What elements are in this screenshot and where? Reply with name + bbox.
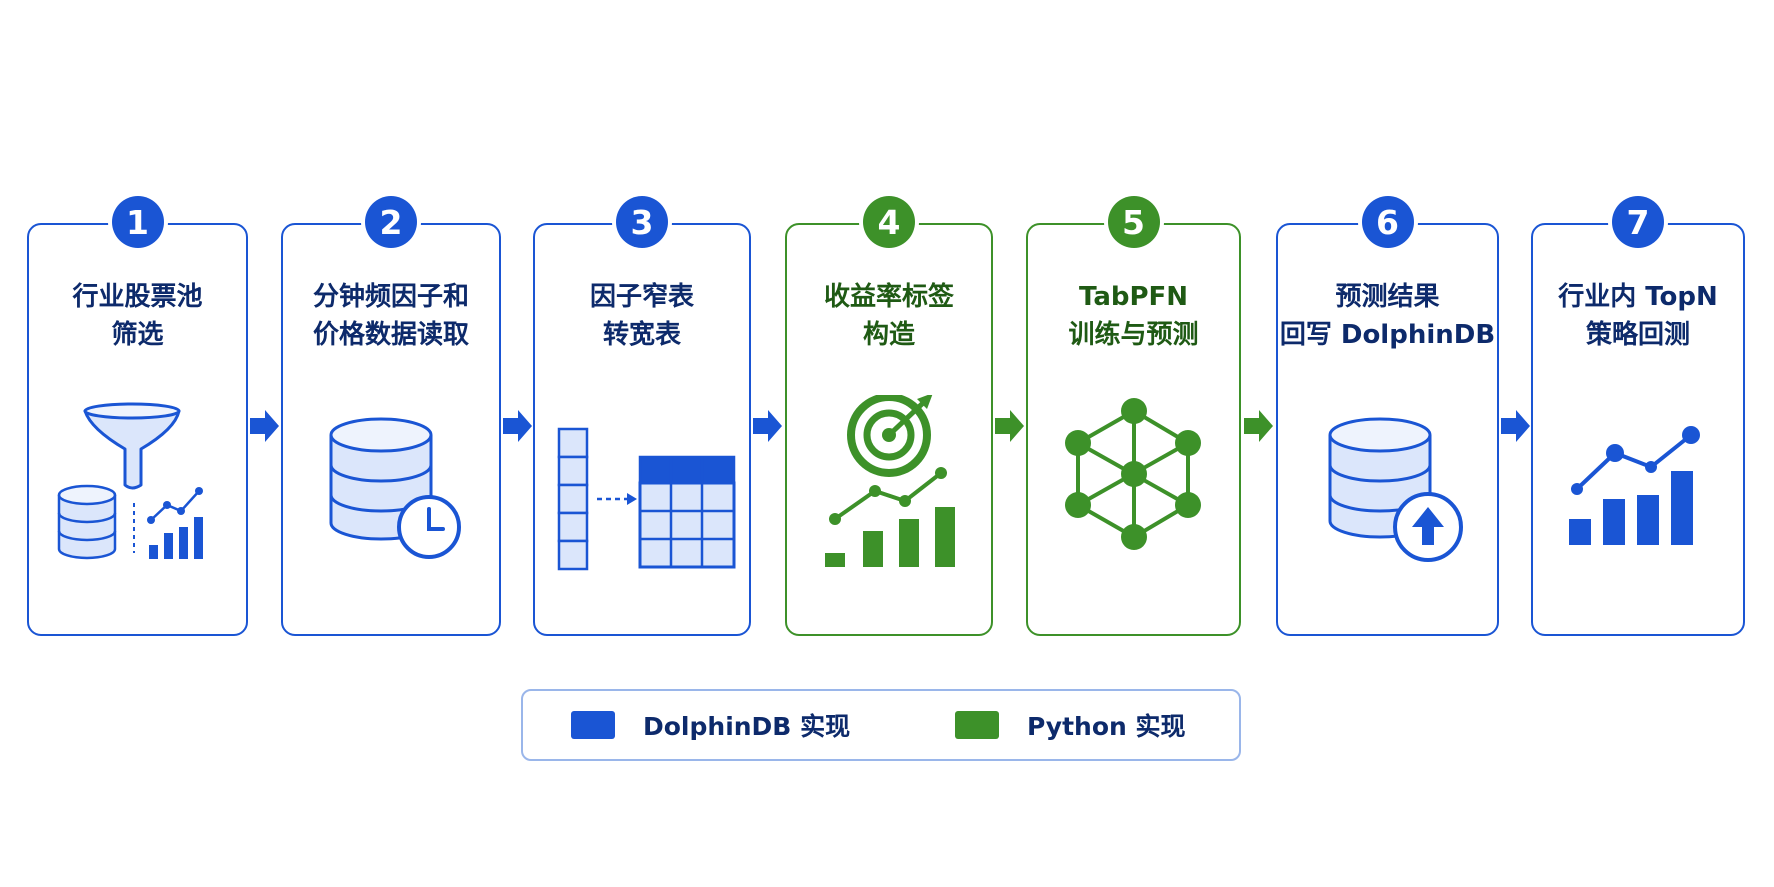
step-title: 预测结果 回写 DolphinDB xyxy=(1279,282,1496,350)
step-card-6: 6 预测结果 回写 DolphinDB xyxy=(1276,196,1499,636)
step-number-badge: 5 xyxy=(1107,196,1160,248)
step-title: 行业内 TopN 策略回测 xyxy=(1558,282,1718,350)
step-number-badge: 3 xyxy=(616,196,668,248)
flow-arrow-icon xyxy=(753,410,782,442)
step-card-3: 3 因子窄表 转宽表 xyxy=(533,196,751,636)
legend-label: DolphinDB 实现 xyxy=(643,712,851,741)
step-number-badge: 7 xyxy=(1612,196,1664,248)
legend-label: Python 实现 xyxy=(1027,712,1186,741)
database-upload-icon xyxy=(1328,417,1463,562)
legend-swatch xyxy=(955,711,999,739)
database-clock-icon xyxy=(329,417,461,559)
step-number-badge: 4 xyxy=(863,196,915,248)
flow-arrow-icon xyxy=(1501,410,1530,442)
step-card-5: 5 TabPFN 训练与预测 xyxy=(1026,196,1241,636)
step-title: 行业股票池 筛选 xyxy=(72,282,203,350)
step-card-7: 7 行业内 TopN 策略回测 xyxy=(1531,196,1745,636)
legend-item-python: Python 实现 xyxy=(955,691,1186,759)
narrow-to-wide-table-icon xyxy=(557,427,736,571)
step-card-4: 4 收益率标签 构造 xyxy=(785,196,993,636)
legend-swatch xyxy=(571,711,615,739)
flow-arrow-icon xyxy=(503,410,532,442)
step-title: TabPFN 训练与预测 xyxy=(1068,282,1199,350)
flow-arrow-icon xyxy=(1244,410,1273,442)
step-card-2: 2 分钟频因子和 价格数据读取 xyxy=(281,196,501,636)
step-number-badge: 6 xyxy=(1361,196,1414,248)
step-title: 分钟频因子和 价格数据读取 xyxy=(312,282,469,350)
legend-item-dolphindb: DolphinDB 实现 xyxy=(571,691,850,759)
legend: DolphinDB 实现 Python 实现 xyxy=(521,689,1241,761)
network-graph-icon xyxy=(1065,398,1201,550)
step-title: 因子窄表 转宽表 xyxy=(589,282,694,350)
step-number-badge: 2 xyxy=(365,196,417,248)
bar-line-chart-icon xyxy=(1569,426,1700,545)
flow-arrow-icon xyxy=(995,410,1024,442)
flow-arrow-icon xyxy=(250,410,279,442)
step-title: 收益率标签 构造 xyxy=(823,282,954,350)
step-card-1: 1 行业股票池 筛选 xyxy=(27,196,248,636)
target-chart-icon xyxy=(825,395,955,567)
step-number-badge: 1 xyxy=(111,196,164,248)
funnel-database-chart-icon xyxy=(57,402,203,560)
